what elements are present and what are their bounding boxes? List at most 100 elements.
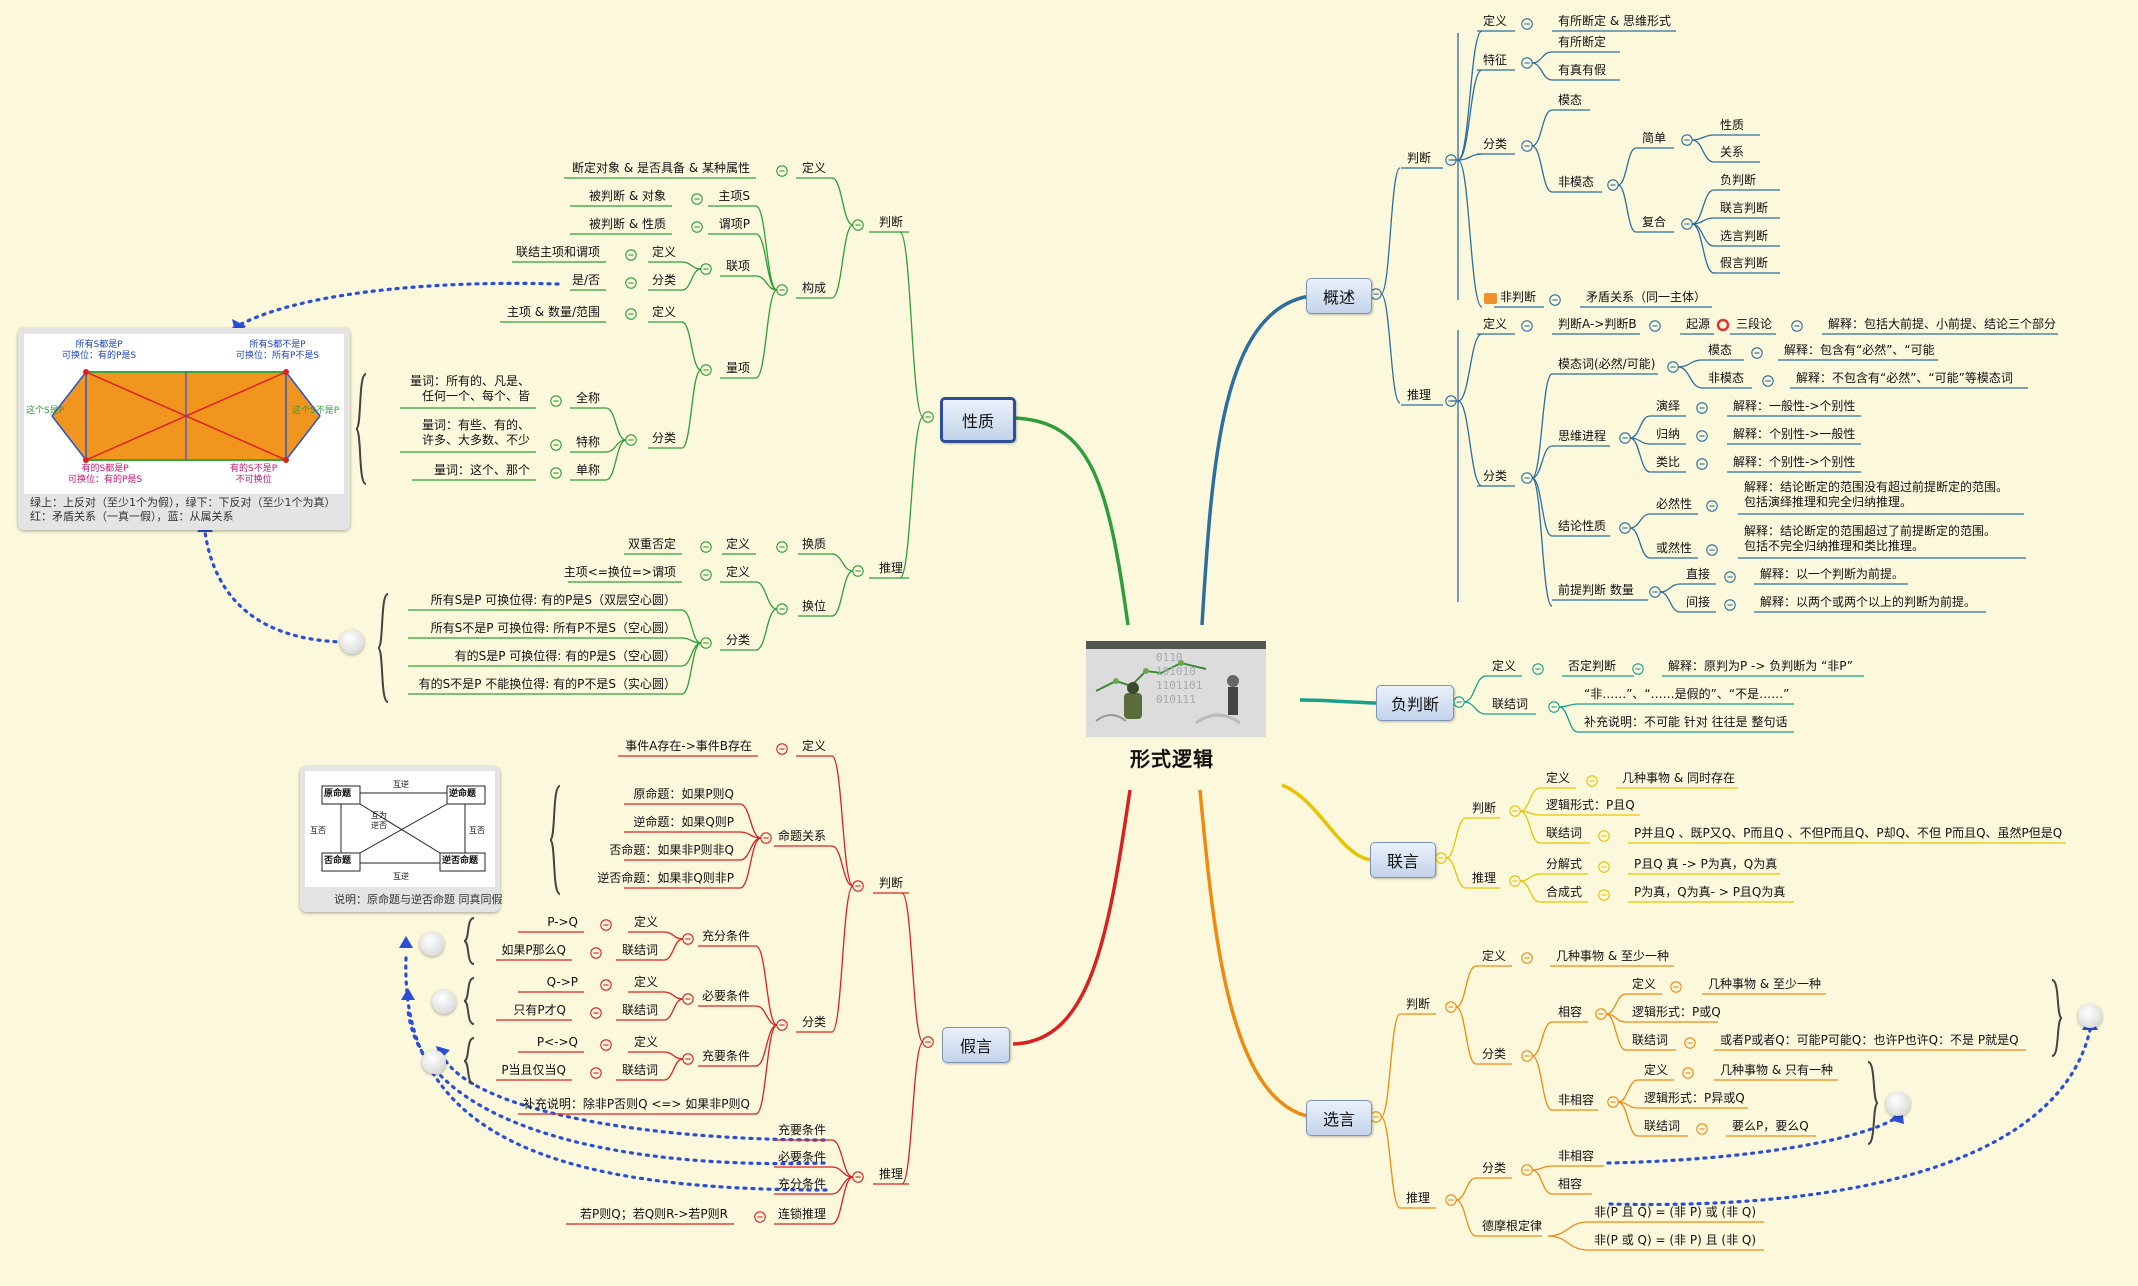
node-def-value[interactable]: 双重否定: [627, 537, 676, 551]
node-note[interactable]: 补充说明：除非P否则Q <=> 如果非P则Q: [522, 1097, 750, 1111]
node-reasoning-item[interactable]: 充分条件: [777, 1177, 826, 1191]
node-def-value[interactable]: 几种事物 & 至少一种: [1556, 949, 1669, 963]
node-judgment[interactable]: 判断: [1472, 801, 1497, 815]
node-classify[interactable]: 分类: [1482, 1047, 1507, 1061]
topic-hypothesis[interactable]: 假言: [942, 1027, 1010, 1063]
node-classify[interactable]: 分类: [801, 1015, 826, 1029]
node-classify[interactable]: 分类: [1482, 1161, 1507, 1175]
node-words-value[interactable]: 如果P那么Q: [501, 943, 566, 957]
node-def-value[interactable]: P->Q: [547, 915, 578, 929]
node-def-value[interactable]: 否定判断: [1568, 659, 1617, 673]
node-compound-item[interactable]: 选言判断: [1720, 229, 1769, 243]
node-reasoning[interactable]: 推理: [1406, 1191, 1431, 1205]
node-simple-item[interactable]: 关系: [1720, 145, 1745, 159]
node-conversion-item[interactable]: 所有S是P 可换位得: 有的P是S（双层空心圆）: [430, 593, 676, 607]
node-logic-form[interactable]: 逻辑形式：P异或Q: [1644, 1091, 1745, 1105]
node-origin-value[interactable]: 三段论: [1736, 317, 1773, 331]
node-relation-item[interactable]: 否命题：如果非P则非Q: [609, 843, 734, 857]
node-words[interactable]: 联结词: [1644, 1119, 1681, 1133]
placeholder-image-node[interactable]: [2078, 1004, 2102, 1028]
node-classify[interactable]: 分类: [651, 431, 676, 445]
node-def[interactable]: 定义: [801, 739, 826, 753]
node-obversion[interactable]: 换质: [801, 537, 826, 551]
node-classify[interactable]: 分类: [1483, 469, 1508, 483]
node-words-note[interactable]: 补充说明：不可能 针对 往往是 整句话: [1584, 715, 1788, 729]
node-feature-item[interactable]: 有所断定: [1558, 35, 1607, 49]
node-judgment[interactable]: 判断: [878, 876, 903, 890]
node-relation-item[interactable]: 逆否命题：如果非Q则非P: [597, 871, 734, 885]
node-thinking-item[interactable]: 类比: [1656, 455, 1681, 469]
node-modal[interactable]: 模态: [1558, 93, 1583, 107]
node-reasoning[interactable]: 推理: [878, 561, 903, 575]
node-demorgan[interactable]: 德摩根定律: [1482, 1219, 1543, 1233]
node-feature[interactable]: 特征: [1483, 53, 1508, 67]
placeholder-image-node[interactable]: [1886, 1092, 1910, 1116]
node-def[interactable]: 定义: [801, 161, 826, 175]
node-modal-words[interactable]: 模态词(必然/可能): [1558, 357, 1656, 371]
node-condition[interactable]: 充分条件: [701, 929, 750, 943]
node-words[interactable]: 联结词: [621, 1063, 658, 1077]
node-classify[interactable]: 分类: [651, 273, 676, 287]
node-quantity[interactable]: 量项: [725, 361, 750, 375]
node-words-value[interactable]: P当且仅当Q: [501, 1063, 566, 1077]
node-compound-item[interactable]: 假言判断: [1720, 256, 1769, 270]
node-thinking-note[interactable]: 解释：个别性->一般性: [1733, 427, 1856, 441]
node-condition[interactable]: 充要条件: [701, 1049, 750, 1063]
node-def-value[interactable]: 判断A->判断B: [1558, 317, 1637, 331]
node-def-value[interactable]: 有所断定 & 思维形式: [1558, 14, 1671, 28]
topic-negation[interactable]: 负判断: [1376, 685, 1454, 721]
node-reasoning[interactable]: 推理: [1472, 871, 1497, 885]
node-indirect[interactable]: 间接: [1686, 595, 1711, 609]
node-def[interactable]: 定义: [633, 915, 658, 929]
node-def[interactable]: 定义: [1632, 977, 1657, 991]
node-def[interactable]: 定义: [633, 975, 658, 989]
node-def-value[interactable]: 主项 & 数量/范围: [506, 305, 600, 319]
node-judgment[interactable]: 判断: [1406, 997, 1431, 1011]
node-conversion-item[interactable]: 有的S是P 可换位得: 有的P是S（空心圆）: [454, 649, 676, 663]
placeholder-image-node[interactable]: [422, 1050, 446, 1074]
node-def[interactable]: 定义: [725, 537, 750, 551]
node-def[interactable]: 定义: [651, 305, 676, 319]
node-judgment[interactable]: 判断: [1407, 151, 1432, 165]
node-nonmodal[interactable]: 非模态: [1558, 175, 1595, 189]
topic-conjunction[interactable]: 联言: [1370, 842, 1436, 878]
node-reasoning-item[interactable]: 必要条件: [777, 1150, 826, 1164]
node-predicate-value[interactable]: 被判断 & 性质: [589, 217, 666, 231]
node-relation-item[interactable]: 原命题：如果P则Q: [633, 787, 734, 801]
root-topic-title[interactable]: 形式逻辑: [1130, 747, 1214, 771]
node-def-value[interactable]: 断定对象 & 是否具备 & 某种属性: [572, 161, 750, 175]
node-relation-item[interactable]: 逆命题：如果Q则P: [633, 815, 734, 829]
node-def[interactable]: 定义: [651, 245, 676, 259]
node-predicate[interactable]: 谓项P: [718, 217, 750, 231]
node-universal-value[interactable]: 量词：所有的、凡是、 任何一个、每个、皆: [409, 374, 530, 403]
node-nonmodal[interactable]: 非模态: [1708, 371, 1745, 385]
node-demorgan-item[interactable]: 非(P 或 Q) = (非 P) 且 (非 Q): [1594, 1233, 1757, 1247]
node-def-value[interactable]: 主项<=换位=>谓项: [563, 565, 676, 579]
node-words-value[interactable]: 只有P才Q: [513, 1003, 566, 1017]
node-def-value[interactable]: 几种事物 & 至少一种: [1708, 977, 1821, 991]
node-def[interactable]: 定义: [725, 565, 750, 579]
node-logic-form[interactable]: 逻辑形式：P或Q: [1632, 1005, 1721, 1019]
node-relation[interactable]: 命题关系: [777, 829, 826, 843]
node-premise[interactable]: 前提判断 数量: [1558, 583, 1634, 597]
node-simple[interactable]: 简单: [1642, 131, 1667, 145]
node-def-value[interactable]: Q->P: [546, 975, 578, 989]
topic-nature[interactable]: 性质: [940, 397, 1016, 443]
node-modal[interactable]: 模态: [1708, 343, 1733, 357]
node-def[interactable]: 定义: [1482, 949, 1507, 963]
node-words[interactable]: 联结词: [621, 943, 658, 957]
node-conversion[interactable]: 换位: [801, 599, 826, 613]
node-compose[interactable]: 合成式: [1546, 885, 1583, 899]
node-origin[interactable]: 起源: [1686, 317, 1711, 331]
node-classify[interactable]: 分类: [1483, 137, 1508, 151]
node-direct-note[interactable]: 解释：以一个判断为前提。: [1760, 567, 1905, 581]
node-incompatible[interactable]: 非相容: [1558, 1093, 1595, 1107]
node-particular-value[interactable]: 量词：有些、有的、 许多、大多数、不少: [421, 418, 530, 447]
node-singular[interactable]: 单称: [575, 463, 600, 477]
node-thinking-item[interactable]: 归纳: [1656, 427, 1681, 441]
node-def[interactable]: 定义: [1644, 1063, 1669, 1077]
node-reasoning[interactable]: 推理: [1407, 388, 1432, 402]
placeholder-image-node[interactable]: [432, 990, 456, 1014]
node-subject[interactable]: 主项S: [718, 189, 750, 203]
node-words[interactable]: 联结词: [1546, 826, 1583, 840]
